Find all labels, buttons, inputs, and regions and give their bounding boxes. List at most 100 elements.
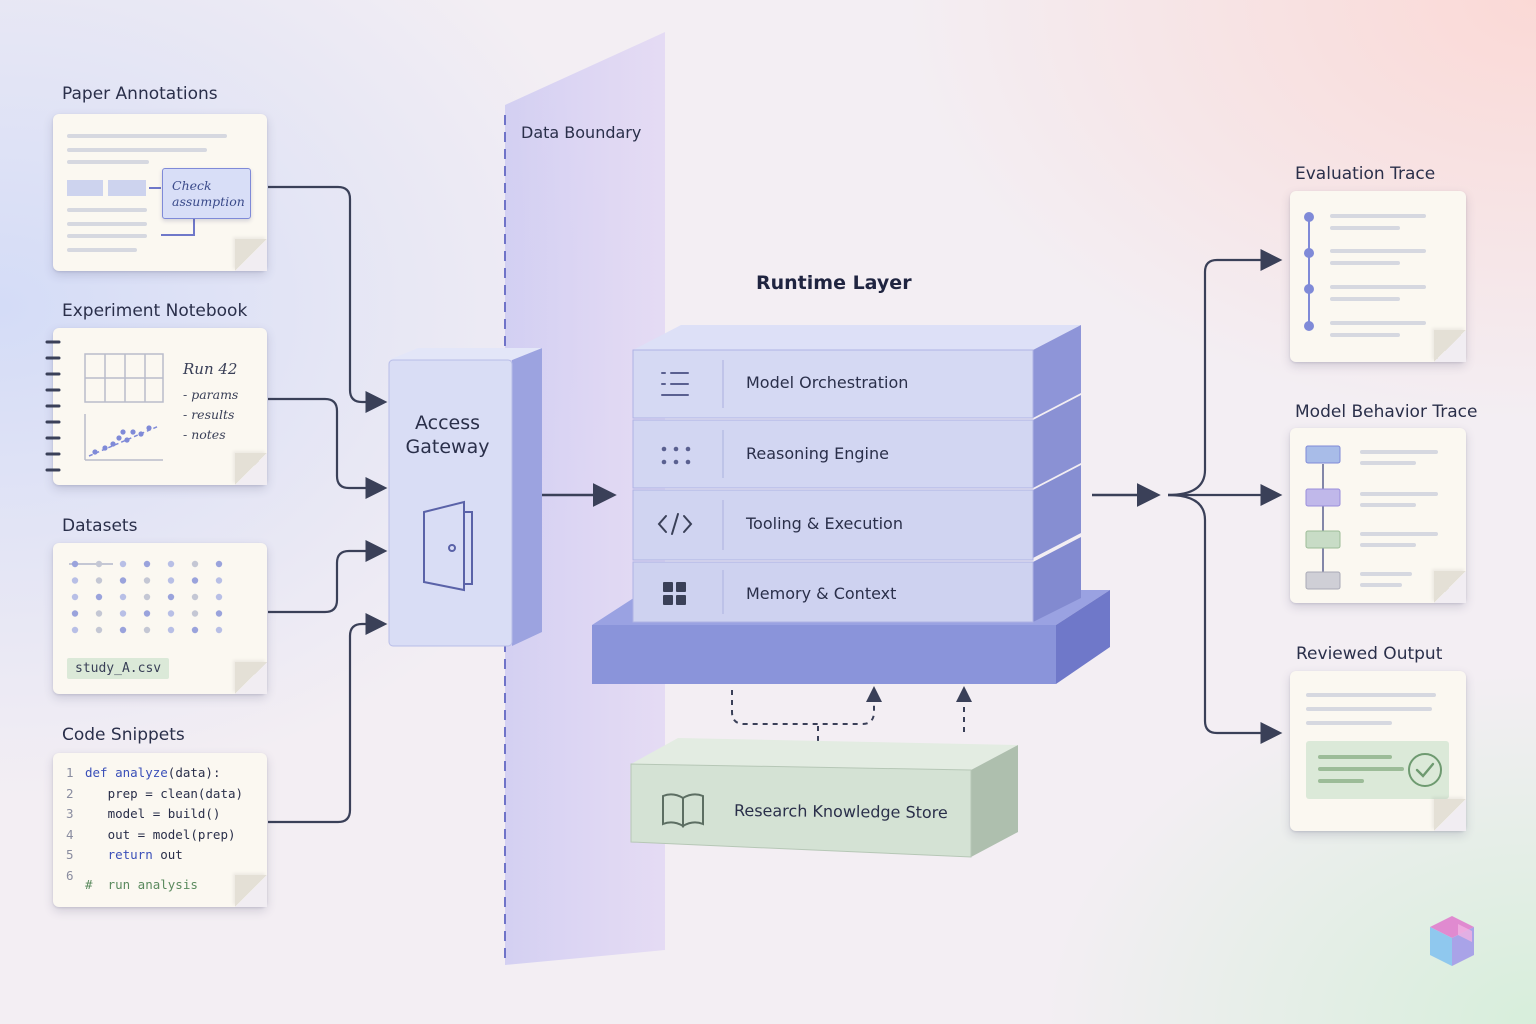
experiment-notebook-card[interactable]: Run 42 - params - results - notes (45, 328, 267, 485)
dots-icon (661, 446, 691, 465)
code-line-number: 5 (66, 847, 74, 862)
code-line-number: 3 (66, 806, 74, 821)
dataset-dot (167, 610, 175, 617)
cube-logo (1430, 916, 1474, 966)
code-line: def analyze(data): (85, 765, 221, 780)
dataset-dot (71, 626, 79, 634)
arrow-out-eval (1167, 249, 1283, 497)
dataset-dot (143, 577, 151, 584)
door-icon (423, 500, 473, 592)
list-icon (661, 372, 689, 396)
code-snippets-title: Code Snippets (62, 725, 185, 745)
paper-annotations-title: Paper Annotations (62, 84, 218, 104)
dataset-dot (95, 577, 103, 584)
code-line-number: 2 (66, 785, 74, 801)
code-line-number: 1 (66, 765, 74, 780)
dataset-dot (167, 593, 175, 601)
notebook-item-notes: - notes (183, 427, 226, 442)
knowledge-store-label[interactable]: Research Knowledge Store (733, 800, 948, 823)
dataset-dot (143, 626, 151, 634)
dataset-dot (191, 610, 199, 617)
approved-panel (1306, 741, 1449, 799)
layer-reasoning-engine[interactable]: Reasoning Engine (746, 444, 889, 463)
gateway-label-2: Gateway (405, 436, 490, 458)
code-line: return out (107, 847, 183, 862)
datasets-title: Datasets (62, 516, 138, 536)
notebook-table-plot (84, 353, 164, 461)
paper-annotations-card[interactable]: Check assumption (53, 114, 267, 271)
note-sticky: Check assumption (162, 168, 251, 219)
dataset-dot (215, 626, 223, 634)
dataset-dot (191, 577, 199, 584)
dataset-dot (95, 626, 103, 634)
dataset-dot (143, 593, 151, 601)
dataset-dot (215, 577, 223, 584)
dataset-dot (191, 593, 199, 601)
dataset-dot (167, 626, 175, 634)
dataset-dot (119, 593, 127, 601)
code-line-number: 6 (66, 867, 74, 883)
arrow-out-reviewed (1167, 493, 1283, 744)
evaluation-trace-title: Evaluation Trace (1295, 164, 1436, 184)
code-line: model = build() (85, 806, 221, 821)
layer-tooling-execution[interactable]: Tooling & Execution (746, 514, 903, 533)
code-icon (657, 513, 693, 535)
datasets-card[interactable]: study_A.csv (53, 543, 267, 694)
notebook-item-results: - results (183, 407, 235, 422)
arrow-datasets (268, 540, 388, 614)
runtime-title: Runtime Layer (756, 272, 912, 294)
code-line: prep = clean(data) (85, 785, 244, 801)
dataset-dot (119, 626, 127, 634)
experiment-notebook-title: Experiment Notebook (62, 301, 248, 321)
dataset-file-tag: study_A.csv (67, 658, 170, 679)
dataset-dot (167, 560, 175, 568)
code-line-number: 4 (66, 826, 74, 842)
reviewed-output-title: Reviewed Output (1296, 644, 1443, 664)
dataset-dot (95, 610, 103, 617)
dataset-dot (215, 560, 223, 568)
gateway-label-1: Access (414, 412, 481, 434)
dataset-dot (191, 560, 199, 568)
model-behavior-trace-card[interactable] (1290, 428, 1466, 603)
dataset-dot-grid (69, 560, 223, 634)
dataset-dot (71, 577, 79, 584)
check-icon (1408, 753, 1442, 787)
dataset-dot (71, 610, 79, 617)
notebook-spiral (45, 340, 61, 472)
dataset-dot (71, 593, 79, 601)
note-text: Check assumption (172, 178, 245, 209)
layer-memory-context[interactable]: Memory & Context (746, 584, 897, 603)
arrow-code (268, 613, 388, 824)
notebook-item-params: - params (183, 387, 239, 402)
dataset-dot (95, 560, 103, 568)
dataset-dot (119, 577, 127, 584)
dataset-dot (143, 560, 151, 568)
dataset-dot (71, 560, 79, 568)
dataset-dot (215, 610, 223, 617)
book-icon (662, 793, 704, 828)
dataset-dot (143, 610, 151, 617)
code-line: out = model(prep) (85, 826, 236, 842)
dataset-dot (215, 593, 223, 601)
behavior-flow (1305, 445, 1438, 590)
dataset-dot (119, 560, 127, 568)
dataset-dot (167, 577, 175, 584)
reviewed-output-card[interactable] (1290, 671, 1466, 831)
code-snippets-card[interactable]: 1 def analyze(data): 2 prep = clean(data) 3… (53, 753, 267, 907)
arrow-notebook (268, 397, 388, 499)
evaluation-timeline (1304, 212, 1426, 337)
dataset-dot (191, 626, 199, 634)
code-comment: # run analysis (85, 877, 198, 892)
data-boundary-plane (505, 32, 665, 965)
model-behavior-trace-title: Model Behavior Trace (1295, 402, 1478, 422)
dataset-dot (119, 610, 127, 617)
arrow-annotations (268, 185, 388, 413)
dataset-dot (95, 593, 103, 601)
layer-model-orchestration[interactable]: Model Orchestration (746, 373, 909, 392)
evaluation-trace-card[interactable] (1290, 191, 1466, 362)
grid-icon (663, 582, 686, 605)
dashed-link-store (731, 686, 882, 725)
